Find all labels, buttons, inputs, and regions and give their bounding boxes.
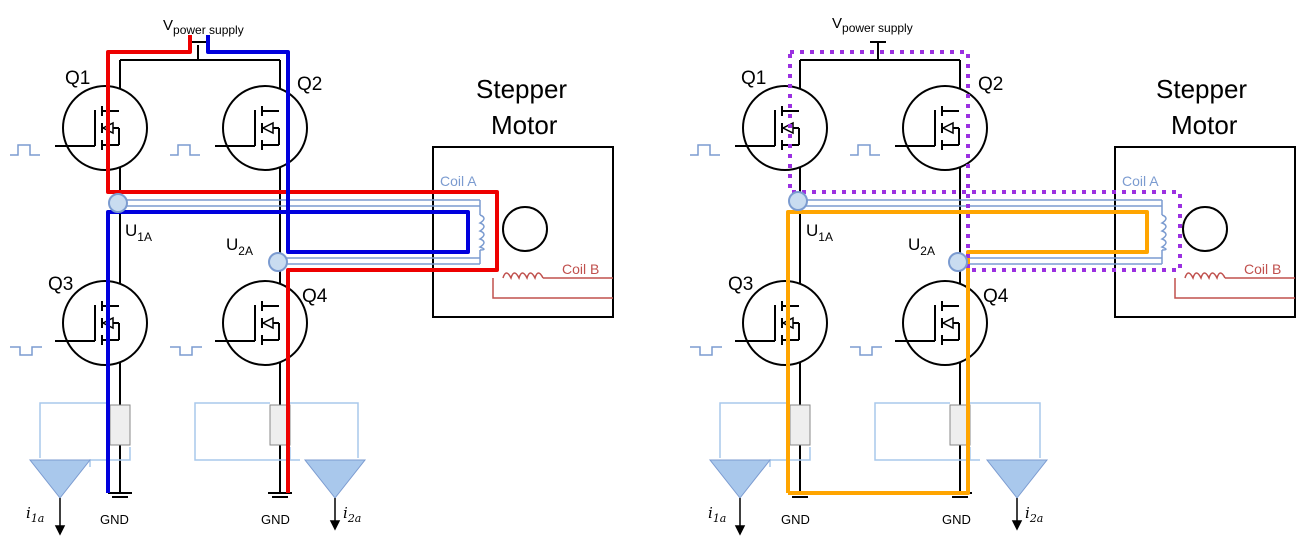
q2-label-left: Q2 (297, 74, 322, 95)
gnd-symbol-left-1 (108, 492, 132, 498)
motor-title-line1-left: Stepper (476, 74, 567, 104)
mosfet-q1-right (734, 85, 828, 171)
gnd-label-left-1: GND (100, 512, 129, 527)
gnd-label-right-1: GND (781, 512, 810, 527)
mosfet-q1-left (54, 85, 148, 171)
u1-label-left: U (125, 221, 137, 240)
motor-title-line2-left: Motor (491, 110, 558, 140)
svg-text:U1A: U1A (806, 221, 833, 244)
svg-text:U2A: U2A (226, 235, 253, 258)
rotor-right (1182, 206, 1228, 252)
right-labels: Vpower supply Q1 Q2 Q3 Q4 U1A U2A Steppe… (708, 15, 1281, 527)
i1a-label-right: i (708, 504, 713, 522)
q3-label-right: Q3 (728, 274, 753, 295)
u1-label-right: U (806, 221, 818, 240)
sense-resistor-right-1 (789, 404, 811, 446)
current-path-red-left (106, 35, 499, 493)
sense-amp-left-1 (28, 459, 92, 499)
coil-a-label-right: Coil A (1122, 173, 1159, 189)
coil-b-label-right: Coil B (1244, 261, 1281, 277)
q1-label-right: Q1 (741, 68, 766, 89)
stepper-motor-box-left (432, 146, 614, 318)
svg-text:i2a: i2a (343, 504, 361, 525)
motor-title-line1-right: Stepper (1156, 74, 1247, 104)
node-u2-left (268, 252, 288, 272)
q3-label-left: Q3 (48, 274, 73, 295)
node-u1-right (788, 191, 808, 211)
svg-text:i1a: i1a (708, 504, 726, 525)
gnd-label-left-2: GND (261, 512, 290, 527)
svg-text:U2A: U2A (908, 235, 935, 258)
sense-amp-right-2 (985, 459, 1049, 499)
vpower-label-right: V (832, 15, 842, 32)
i2a-label-left: i (343, 504, 348, 522)
mosfet-q2-right (894, 85, 988, 171)
svg-text:Vpower supply: Vpower supply (832, 15, 913, 35)
svg-text:i1a: i1a (26, 504, 44, 525)
sense-amp-left-2 (303, 459, 367, 499)
coil-a-label-left: Coil A (440, 173, 477, 189)
q1-label-left: Q1 (65, 68, 90, 89)
rotor-left (502, 206, 548, 252)
gnd-symbol-left-2 (268, 492, 292, 498)
i2a-label-right: i (1025, 504, 1030, 522)
mosfet-q4-left (214, 280, 308, 366)
gnd-label-right-2: GND (942, 512, 971, 527)
right-circuit (690, 41, 1296, 536)
svg-text:Vpower supply: Vpower supply (163, 17, 244, 37)
u2-label-left: U (226, 235, 238, 254)
sense-amp-right-1 (708, 459, 772, 499)
sense-resistor-left-1 (109, 404, 131, 446)
mosfet-q2-left (214, 85, 308, 171)
i1a-label-left: i (26, 504, 31, 522)
node-u1-left (108, 193, 128, 213)
u2-label-right: U (908, 235, 920, 254)
vpower-label-left: V (163, 17, 173, 34)
svg-text:i2a: i2a (1025, 504, 1043, 525)
q2-label-right: Q2 (978, 74, 1003, 95)
mosfet-q4-right (894, 280, 988, 366)
current-path-blue-left (106, 35, 470, 493)
node-u2-right (948, 252, 968, 272)
coil-b-label-left: Coil B (562, 261, 599, 277)
current-path-orange-right (786, 210, 1149, 495)
motor-title-line2-right: Motor (1171, 110, 1238, 140)
svg-text:U1A: U1A (125, 221, 152, 244)
stepper-motor-box-right (1114, 146, 1296, 318)
left-labels: Vpower supply Q1 Q2 Q3 Q4 U1A U2A Steppe… (26, 17, 599, 527)
q4-label-left: Q4 (302, 286, 328, 307)
q4-label-right: Q4 (983, 286, 1009, 307)
left-circuit (10, 35, 614, 536)
